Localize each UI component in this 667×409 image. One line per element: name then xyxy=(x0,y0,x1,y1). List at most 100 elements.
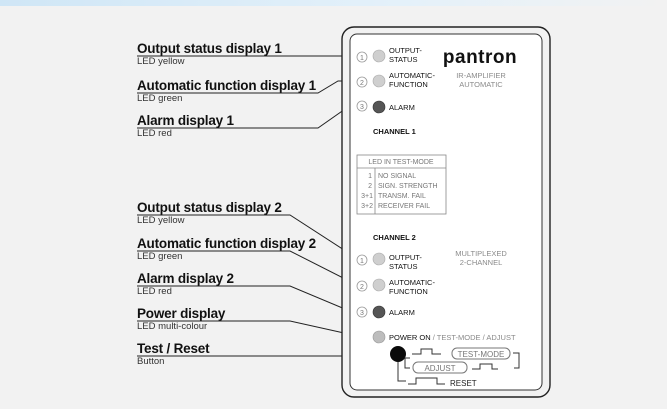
led-number-3: 3 xyxy=(360,104,364,111)
power-on-text: POWER ON xyxy=(389,333,431,342)
test-reset-button[interactable] xyxy=(390,346,406,362)
test-row-code: 2 xyxy=(368,183,372,190)
label-output-2: OUTPUT- xyxy=(389,253,422,262)
callout-automatic-function-1: Automatic function display 1 LED green xyxy=(137,78,316,105)
test-row-code: 1 xyxy=(368,173,372,180)
callout-title: Power display xyxy=(137,306,226,321)
callout-subtitle: LED yellow xyxy=(137,215,185,226)
led-output-status-2 xyxy=(372,252,386,266)
test-row-text: SIGN. STRENGTH xyxy=(378,183,438,190)
label-output: OUTPUT- xyxy=(389,46,422,55)
callout-title: Test / Reset xyxy=(137,341,210,356)
callout-output-status-1: Output status display 1 LED yellow xyxy=(137,41,282,68)
adjust-pill-label: ADJUST xyxy=(424,364,455,373)
multiplexed-line-2: 2-CHANNEL xyxy=(460,258,503,267)
led-automatic-function-2 xyxy=(372,278,386,292)
test-row-code: 3+2 xyxy=(361,203,373,210)
led-alarm-1 xyxy=(372,100,386,114)
label-function: FUNCTION xyxy=(389,80,428,89)
led-number-2: 2 xyxy=(360,80,364,87)
test-mode-box xyxy=(356,154,447,215)
callout-subtitle: LED green xyxy=(137,93,183,104)
label-status-2: STATUS xyxy=(389,262,417,271)
led-number-2b: 2 xyxy=(360,284,364,291)
pulse-medium xyxy=(472,363,498,370)
callout-subtitle: Button xyxy=(137,356,165,367)
callout-title: Output status display 1 xyxy=(137,41,282,56)
callout-title: Output status display 2 xyxy=(137,200,282,215)
label-status: STATUS xyxy=(389,55,417,64)
led-automatic-function-1 xyxy=(372,74,386,88)
led-number-1b: 1 xyxy=(360,258,364,265)
test-mode-rows: 1 NO SIGNAL 2 SIGN. STRENGTH 3+1 TRANSM.… xyxy=(361,173,437,210)
multiplexed-line-1: MULTIPLEXED xyxy=(455,249,507,258)
callout-title: Automatic function display 2 xyxy=(137,236,316,251)
led-number-circle xyxy=(356,100,368,112)
led-number-circle xyxy=(356,254,368,266)
callout-power-display: Power display LED multi-colour xyxy=(137,306,225,333)
leader-line xyxy=(137,285,372,313)
label-alarm-2: ALARM xyxy=(389,308,415,317)
callout-title: Alarm display 2 xyxy=(137,271,234,286)
test-mode-pill-label: TEST-MODE xyxy=(458,350,505,359)
callout-automatic-function-2: Automatic function display 2 LED green xyxy=(137,236,316,263)
callout-alarm-2: Alarm display 2 LED red xyxy=(137,271,234,298)
test-mode-table: LED IN TEST-MODE 1 NO SIGNAL 2 SIGN. STR… xyxy=(356,154,447,215)
led-number-circle xyxy=(356,280,368,292)
led-number-markers: 1 2 3 1 2 3 xyxy=(356,51,368,318)
label-automatic: AUTOMATIC- xyxy=(389,71,435,80)
brand-logo: pantron xyxy=(443,47,517,68)
led-number-circle xyxy=(356,51,368,63)
top-accent-bar xyxy=(0,0,667,6)
led-alarm-2 xyxy=(372,305,386,319)
callout-subtitle: LED multi-colour xyxy=(137,321,208,332)
leader-line xyxy=(137,320,372,338)
led-number-circle xyxy=(356,76,368,88)
test-mode-pill xyxy=(451,347,511,360)
callout-subtitle: LED red xyxy=(137,128,172,139)
bracket-right xyxy=(513,352,520,369)
label-automatic-2: AUTOMATIC- xyxy=(389,278,435,287)
test-mode-title: LED IN TEST-MODE xyxy=(368,159,434,166)
leader-line xyxy=(137,250,372,285)
led-number-3b: 3 xyxy=(360,310,364,317)
label-alarm: ALARM xyxy=(389,103,415,112)
reset-line xyxy=(397,362,406,382)
callout-title: Alarm display 1 xyxy=(137,113,234,128)
callout-test-reset: Test / Reset Button xyxy=(137,341,210,368)
label-channel-1: CHANNEL 1 xyxy=(373,127,416,136)
callout-subtitle: LED yellow xyxy=(137,56,185,67)
test-row-code: 3+1 xyxy=(361,193,373,200)
label-power-on: POWER ON / TEST-MODE / ADJUST xyxy=(389,333,516,342)
callout-subtitle: LED green xyxy=(137,251,183,262)
reset-label: RESET xyxy=(450,379,477,388)
led-output-status-1 xyxy=(372,49,386,63)
bracket-left xyxy=(404,357,410,369)
leader-line xyxy=(137,80,372,94)
label-function-2: FUNCTION xyxy=(389,287,428,296)
button-pulse-diagrams xyxy=(397,347,520,385)
pulse-long xyxy=(408,377,445,385)
callout-subtitle: LED red xyxy=(137,286,172,297)
adjust-pill xyxy=(412,361,468,374)
channel2-labels: OUTPUT- STATUS AUTOMATIC- FUNCTION ALARM… xyxy=(389,253,516,342)
callout-alarm-1: Alarm display 1 LED red xyxy=(137,113,234,140)
callout-output-status-2: Output status display 2 LED yellow xyxy=(137,200,282,227)
test-row-text: RECEIVER FAIL xyxy=(378,203,430,210)
led-power xyxy=(372,330,386,344)
pulse-short xyxy=(412,348,441,355)
test-row-text: NO SIGNAL xyxy=(378,173,416,180)
led-number-1: 1 xyxy=(360,55,364,62)
leader-line xyxy=(137,214,372,260)
led-number-circle xyxy=(356,306,368,318)
leader-line xyxy=(137,106,372,129)
model-line-1: IR-AMPLIFIER xyxy=(456,71,506,80)
test-adjust-text: / TEST-MODE / ADJUST xyxy=(431,333,516,342)
test-row-text: TRANSM. FAIL xyxy=(378,193,426,200)
channel1-labels: OUTPUT- STATUS AUTOMATIC- FUNCTION ALARM… xyxy=(373,46,435,136)
model-line-2: AUTOMATIC xyxy=(459,80,503,89)
label-channel-2: CHANNEL 2 xyxy=(373,233,416,242)
callout-title: Automatic function display 1 xyxy=(137,78,316,93)
